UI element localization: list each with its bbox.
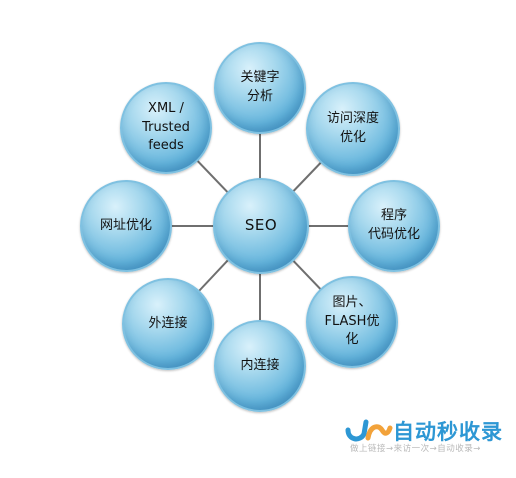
node-image-flash-label: 图片、 FLASH优 化	[324, 294, 380, 348]
watermark-logo-icon	[345, 419, 393, 442]
watermark: 自动秒收录 做上链接→来访一次→自动收录→	[344, 416, 514, 460]
node-keyword-analysis: 关键字 分析	[214, 42, 306, 134]
watermark-slogan: 做上链接→来访一次→自动收录→	[350, 444, 481, 454]
node-external-links-label: 外连接	[148, 315, 188, 331]
node-image-flash: 图片、 FLASH优 化	[306, 276, 398, 368]
node-url-optimization-label: 网址优化	[99, 217, 152, 233]
node-keyword-analysis-label: 关键字 分析	[240, 70, 280, 104]
node-access-depth: 访问深度 优化	[306, 82, 400, 176]
node-internal-links: 内连接	[214, 320, 306, 412]
node-seo-center-label: SEO	[244, 216, 278, 235]
node-external-links: 外连接	[122, 278, 214, 370]
node-access-depth-label: 访问深度 优化	[326, 111, 379, 145]
node-xml-feeds: XML / Trusted feeds	[120, 82, 212, 174]
node-program-code-label: 程序 代码优化	[367, 208, 420, 242]
node-url-optimization: 网址优化	[80, 180, 172, 272]
node-program-code: 程序 代码优化	[348, 180, 440, 272]
node-internal-links-label: 内连接	[240, 357, 280, 373]
node-xml-feeds-label: XML / Trusted feeds	[142, 100, 190, 154]
node-seo-center: SEO	[213, 178, 309, 274]
watermark-brand: 自动秒收录	[393, 420, 503, 444]
